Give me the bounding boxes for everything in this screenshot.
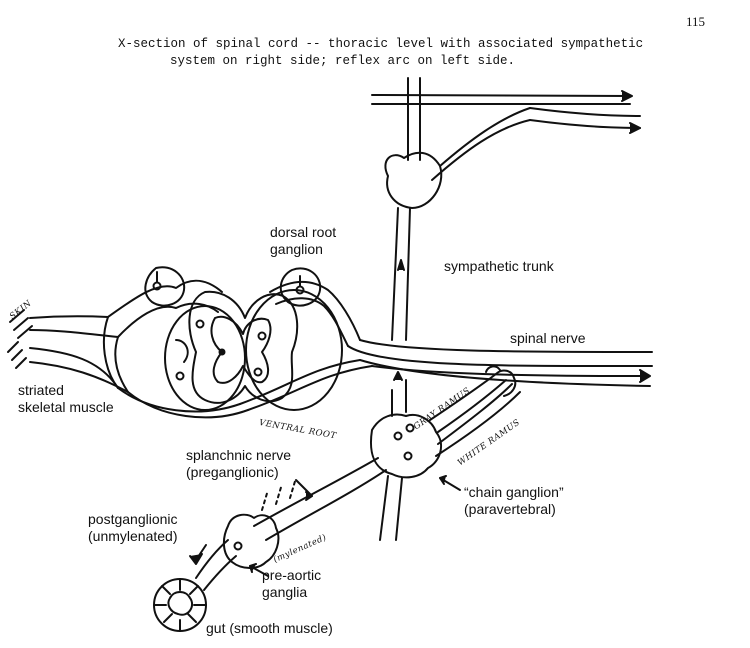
label-line: dorsal root — [270, 224, 337, 240]
label-gut: gut (smooth muscle) — [206, 620, 333, 636]
diagram-title: X-section of spinal cord -- thoracic lev… — [118, 36, 643, 70]
label-spinal-nerve: spinal nerve — [510, 330, 586, 346]
label-line: postganglionic — [88, 511, 178, 527]
label-pre-aortic-ganglia: pre-aortic ganglia — [262, 567, 321, 601]
spinal-cord-cross-section — [188, 290, 299, 404]
label-line: (paravertebral) — [464, 501, 556, 517]
splanchnic-nerve — [195, 457, 387, 591]
label-dorsal-root-ganglion: dorsal root ganglion — [270, 224, 336, 258]
label-line: “chain ganglion” — [464, 484, 564, 500]
label-striated-skeletal-muscle: striated skeletal muscle — [18, 382, 114, 416]
label-line: (preganglionic) — [186, 464, 279, 480]
label-line: ganglion — [270, 241, 323, 257]
spinal-nerve — [239, 339, 653, 411]
label-line: striated — [18, 382, 64, 398]
left-reflex-arc — [7, 266, 249, 419]
right-dorsal-root — [245, 267, 361, 411]
chain-ganglion — [370, 371, 443, 541]
title-line-1: X-section of spinal cord -- thoracic lev… — [118, 37, 644, 51]
rami — [429, 365, 521, 457]
page-number: 115 — [686, 14, 706, 29]
label-chain-ganglion: “chain ganglion” (paravertebral) — [464, 484, 564, 518]
gut — [153, 578, 207, 632]
title-line-2: system on right side; reflex arc on left… — [170, 54, 516, 68]
leader-lines — [189, 475, 461, 577]
label-line: pre-aortic — [262, 567, 322, 583]
label-postganglionic: postganglionic (unmylenated) — [88, 511, 178, 545]
label-line: ganglia — [262, 584, 308, 600]
label-sympathetic-trunk: sympathetic trunk — [444, 258, 554, 274]
label-line: splanchnic nerve — [186, 447, 292, 463]
label-line: skeletal muscle — [18, 399, 114, 415]
label-splanchnic-nerve: splanchnic nerve (preganglionic) — [186, 447, 291, 481]
sympathetic-trunk — [371, 77, 641, 341]
label-line: (unmylenated) — [88, 528, 178, 544]
